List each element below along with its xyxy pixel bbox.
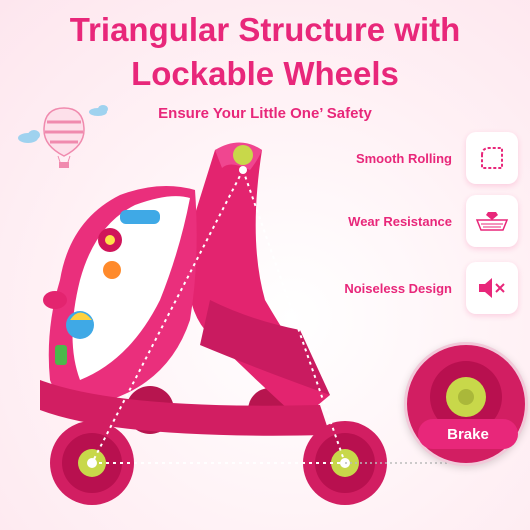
feature-noiseless-design: Noiseless Design: [344, 262, 518, 314]
wear-mat-diamond-icon: [475, 212, 509, 231]
rounded-corner-square-icon: [481, 147, 503, 169]
piano-keys: [120, 210, 160, 224]
feature-icon-box: [466, 132, 518, 184]
feature-wear-resistance: Wear Resistance: [348, 195, 518, 247]
feature-icon-box: [466, 195, 518, 247]
brake-label: Brake: [418, 419, 518, 449]
page-title-line-2: Lockable Wheels: [131, 55, 399, 92]
cloud-icon: [89, 105, 108, 116]
feature-label: Wear Resistance: [348, 213, 452, 229]
feature-icon-box: [466, 262, 518, 314]
hot-air-balloon-icon: [43, 107, 85, 168]
triangle-guide: [91, 169, 346, 464]
feature-label: Smooth Rolling: [355, 150, 452, 166]
toy-car: [43, 291, 67, 309]
feature-smooth-rolling: Smooth Rolling: [356, 132, 518, 184]
feature-label: Noiseless Design: [344, 280, 452, 296]
page-subtitle: Ensure Your Little One’ Safety: [158, 105, 372, 122]
handle-cap: [233, 145, 253, 165]
page-title-line-1: Triangular Structure with: [69, 11, 461, 48]
speaker-muted-icon: [479, 278, 505, 298]
cloud-icon: [18, 130, 40, 143]
